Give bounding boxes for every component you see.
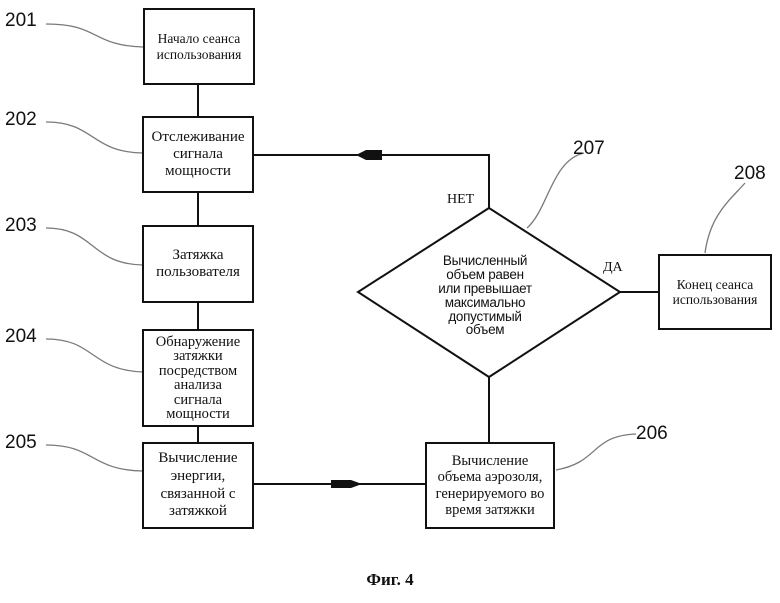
leader-201 [46, 24, 143, 47]
step-201-text: Начало сеанса использования [157, 31, 242, 61]
step-206-box: Вычисление объема аэрозоля, генерируемог… [425, 442, 555, 529]
step-202-box: Отслеживание сигнала мощности [142, 116, 254, 193]
ref-208: 208 [734, 163, 766, 185]
figure-caption: Фиг. 4 [0, 570, 780, 590]
ref-207: 207 [573, 138, 605, 160]
step-208-box: Конец сеанса использования [658, 254, 772, 330]
ref-203: 203 [5, 215, 37, 237]
decision-text: Вычисленный объем равен или превышает ма… [405, 254, 565, 337]
step-203-box: Затяжка пользователя [142, 225, 254, 303]
leader-203 [46, 228, 143, 265]
arrow-left-icon [356, 150, 382, 160]
decision-yes-label: ДА [603, 260, 623, 276]
arrow-right-icon [331, 480, 362, 488]
step-202-text: Отслеживание сигнала мощности [151, 129, 244, 179]
step-203-text: Затяжка пользователя [156, 247, 240, 281]
step-205-text: Вычисление энергии, связанной с затяжкой [158, 450, 237, 521]
ref-201: 201 [5, 10, 37, 32]
step-204-text: Обнаружение затяжки посредством анализа … [156, 335, 240, 422]
step-204-box: Обнаружение затяжки посредством анализа … [142, 329, 254, 427]
leader-206 [556, 434, 636, 470]
leader-208 [705, 183, 745, 253]
ref-202: 202 [5, 109, 37, 131]
leader-204 [46, 339, 143, 372]
step-205-box: Вычисление энергии, связанной с затяжкой [142, 442, 254, 529]
ref-206: 206 [636, 423, 668, 445]
decision-no-label: НЕТ [447, 192, 474, 208]
step-201-box: Начало сеанса использования [143, 8, 255, 85]
ref-204: 204 [5, 326, 37, 348]
step-206-text: Вычисление объема аэрозоля, генерируемог… [436, 453, 545, 518]
leader-207 [527, 153, 584, 228]
ref-205: 205 [5, 432, 37, 454]
leader-202 [46, 122, 143, 153]
step-208-text: Конец сеанса использования [673, 277, 758, 307]
leader-205 [46, 445, 143, 471]
